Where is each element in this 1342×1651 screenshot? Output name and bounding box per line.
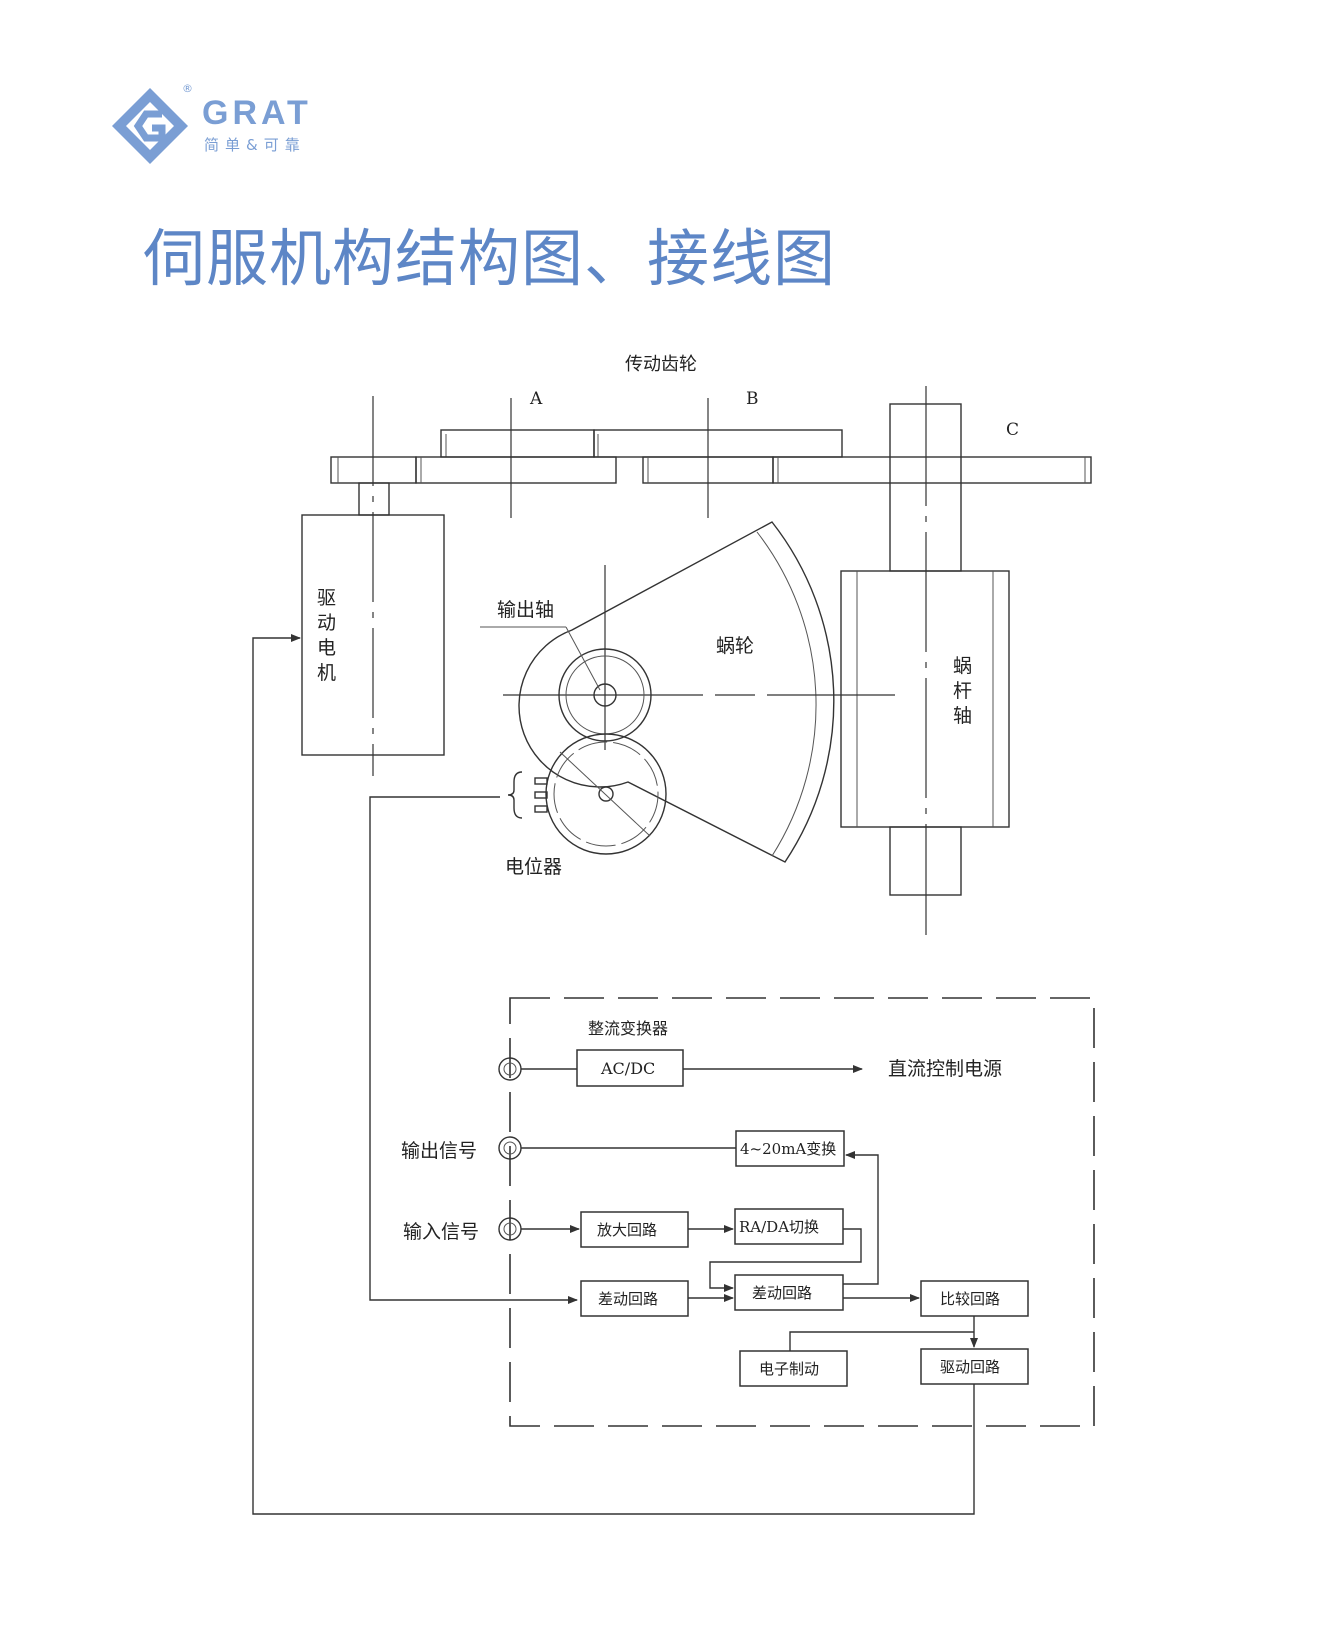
diff2-label: 差动回路 [752, 1284, 812, 1302]
mechanism: 传动齿轮 A B C 驱 动 电 机 [301, 354, 1092, 935]
acdc-label: AC/DC [600, 1059, 655, 1078]
potentiometer-pin [534, 791, 548, 799]
drive-motor [301, 514, 445, 756]
potentiometer-hub [598, 786, 614, 802]
logo-mark-icon [112, 88, 188, 164]
page-title: 伺服机构结构图、接线图 [143, 222, 837, 295]
compare-box [920, 1280, 1029, 1317]
gear-bar-c [772, 456, 1092, 484]
wire-rada-diff2 [709, 1228, 862, 1292]
wire-pot-to-diff [369, 796, 578, 1304]
wire-drive-to-motor [252, 634, 975, 1515]
potentiometer-ring [553, 741, 659, 847]
compare-label: 比较回路 [940, 1290, 1000, 1308]
output-shaft-label: 输出轴 [497, 599, 554, 621]
drive-box [920, 1348, 1029, 1385]
ra-da-label: RA/DA切换 [739, 1218, 819, 1236]
wiring [252, 634, 975, 1515]
brand-logo: ® GRAT 简单&可靠 [110, 82, 330, 172]
converter-label: 4~20mA变换 [740, 1140, 836, 1158]
potentiometer-label: 电位器 [505, 856, 562, 878]
power-terminal-inner [503, 1062, 517, 1076]
gear-bar-a [415, 456, 617, 484]
worm-shaft-label-char: 杆 [953, 680, 972, 702]
motor-label-char: 驱 [317, 587, 336, 609]
motor-shaft [358, 482, 390, 516]
gear-plate-b-top [593, 429, 843, 458]
worm-shaft-label-char: 蜗 [953, 655, 972, 677]
gear-c-label: C [1006, 420, 1019, 440]
potentiometer-pins [534, 777, 548, 813]
diff2-box [734, 1274, 844, 1311]
input-signal-label: 输入信号 [403, 1221, 479, 1243]
gear-a-label: A [529, 389, 543, 409]
potentiometer [545, 733, 667, 855]
potentiometer-wiper [559, 751, 651, 837]
motor-label-char: 动 [317, 612, 336, 634]
gear-label: 传动齿轮 [625, 354, 697, 375]
wire-diff2-converter [843, 1151, 879, 1285]
gear-plate-a-top [440, 429, 595, 458]
output-shaft [558, 648, 652, 742]
wire-brake-drive [789, 1331, 974, 1351]
gear-b-label: B [746, 389, 759, 409]
output-shaft-hub [593, 683, 617, 707]
worm-wheel [518, 521, 835, 863]
potentiometer-pin [534, 777, 548, 785]
control-circuit: 输出信号 输入信号 整流变换器 AC/DC 直流控制电源 4~20mA变换 放大… [401, 997, 1095, 1427]
input-signal-terminal-inner [503, 1222, 517, 1236]
ra-da-box [734, 1208, 844, 1245]
acdc-box [576, 1049, 684, 1087]
motor-label-char: 电 [317, 637, 336, 659]
worm-wheel-label: 蜗轮 [716, 635, 754, 657]
amplifier-label: 放大回路 [597, 1221, 657, 1239]
control-box [509, 997, 1095, 1427]
rectifier-label: 整流变换器 [588, 1019, 668, 1038]
output-signal-terminal-inner [503, 1141, 517, 1155]
worm-shaft-label-char: 轴 [953, 705, 972, 727]
diff1-box [580, 1280, 689, 1317]
motor-label: 驱 动 电 机 [317, 587, 336, 684]
worm-wheel-rim [756, 531, 817, 857]
worm-shaft-label: 蜗 杆 轴 [953, 655, 972, 727]
motor-label-char: 机 [317, 662, 336, 684]
registered-mark: ® [182, 82, 193, 95]
brand-name: GRAT [202, 94, 312, 132]
potentiometer-brace [507, 771, 523, 819]
converter-box [735, 1130, 845, 1167]
potentiometer-pin [534, 805, 548, 813]
output-shaft-leader-2 [565, 626, 601, 691]
output-signal-label: 输出信号 [401, 1140, 477, 1162]
brake-label: 电子制动 [759, 1360, 819, 1378]
worm-shaft-body [840, 570, 1010, 828]
drive-label: 驱动回路 [940, 1358, 1000, 1376]
diff1-label: 差动回路 [598, 1290, 658, 1308]
brand-slogan: 简单&可靠 [204, 136, 306, 154]
dc-power-label: 直流控制电源 [888, 1058, 1002, 1080]
brake-box [739, 1350, 848, 1387]
